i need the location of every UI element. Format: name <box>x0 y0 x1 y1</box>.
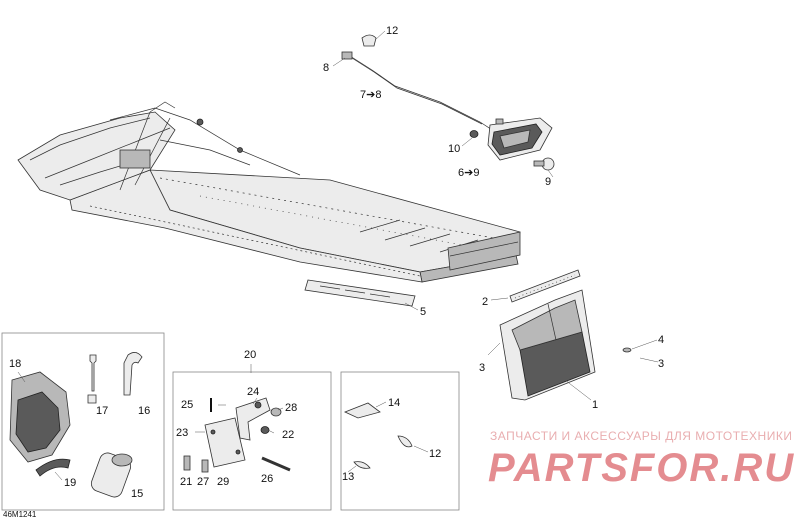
callout-3b: 3 <box>658 358 664 370</box>
panel-tools <box>1 332 165 511</box>
taillight-assembly <box>341 34 555 171</box>
callout-24: 24 <box>247 386 259 398</box>
panel-stickers <box>340 371 460 511</box>
watermark: ЗАПЧАСТИ И АКСЕССУАРЫ ДЛЯ МОТОТЕХНИКИ PA… <box>488 429 795 490</box>
reflector-strip <box>304 279 416 307</box>
callout-8: 8 <box>323 62 329 74</box>
callout-27: 27 <box>197 476 209 488</box>
tool-kit-parts <box>9 352 143 498</box>
leader-lines <box>332 30 658 401</box>
callout-19: 19 <box>64 477 76 489</box>
callout-23: 23 <box>176 427 188 439</box>
callout-9: 9 <box>545 176 551 188</box>
callout-3a: 3 <box>479 362 485 374</box>
callout-17: 17 <box>96 405 108 417</box>
callout-29: 29 <box>217 476 229 488</box>
snow-flap <box>487 269 659 401</box>
bracket-kit-parts <box>183 364 291 473</box>
callout-13: 13 <box>342 471 354 483</box>
callout-15: 15 <box>131 488 143 500</box>
callout-4: 4 <box>658 334 664 346</box>
callout-12b: 12 <box>429 448 441 460</box>
callout-22: 22 <box>282 429 294 441</box>
sticker-parts <box>343 401 429 473</box>
panel-bracket-kit <box>172 371 332 511</box>
callouts: 1 2 3 3 4 5 6➔9 7➔8 8 9 10 12 12 13 14 1… <box>9 25 664 500</box>
callout-1: 1 <box>592 399 598 411</box>
callout-6-9: 6➔9 <box>458 167 479 179</box>
callout-5: 5 <box>420 306 426 318</box>
callout-25: 25 <box>181 399 193 411</box>
callout-26: 26 <box>261 473 273 485</box>
callout-16: 16 <box>138 405 150 417</box>
callout-21: 21 <box>180 476 192 488</box>
callout-10: 10 <box>448 143 460 155</box>
chassis-tunnel <box>17 101 521 283</box>
callout-14: 14 <box>388 397 400 409</box>
callout-28: 28 <box>285 402 297 414</box>
watermark-brand: PARTSFOR.RU <box>488 446 795 490</box>
diagram-code: 46M1241 <box>3 510 37 519</box>
callout-18: 18 <box>9 358 21 370</box>
callout-20: 20 <box>244 349 256 361</box>
callout-12a: 12 <box>386 25 398 37</box>
callout-2: 2 <box>482 296 488 308</box>
watermark-tagline: ЗАПЧАСТИ И АКСЕССУАРЫ ДЛЯ МОТОТЕХНИКИ <box>490 429 792 443</box>
callout-7-8: 7➔8 <box>360 89 381 101</box>
